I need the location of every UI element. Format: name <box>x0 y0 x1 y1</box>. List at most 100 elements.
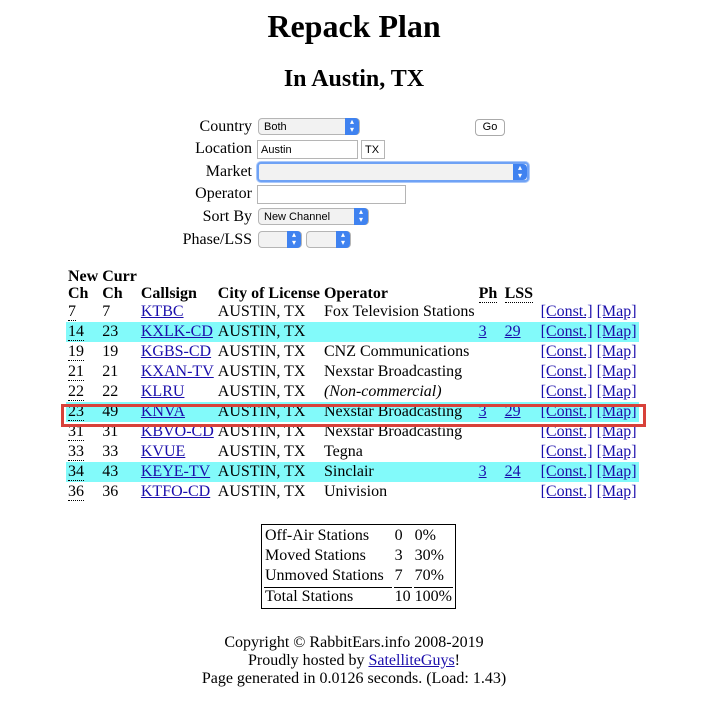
lss-cell: 24 <box>502 462 537 482</box>
summary-label: Total Stations <box>264 587 392 606</box>
const-link[interactable]: [Const.] <box>540 303 593 320</box>
operator-cell: Nexstar Broadcasting <box>323 363 463 380</box>
callsign-link[interactable]: KXLK-CD <box>140 323 213 340</box>
lss-link[interactable]: 24 <box>504 463 521 480</box>
phase-select[interactable]: ▴▾ <box>258 231 302 248</box>
operator-input[interactable] <box>257 185 406 204</box>
map-link[interactable]: [Map] <box>596 403 637 420</box>
chevron-updown-icon: ▴▾ <box>513 164 527 180</box>
col-phase[interactable]: Ph <box>478 285 498 303</box>
callsign-link[interactable]: KTBC <box>140 303 184 320</box>
map-link[interactable]: [Map] <box>596 323 637 340</box>
lss-select[interactable]: ▴▾ <box>306 231 351 248</box>
new-channel: 22 <box>68 383 84 401</box>
current-channel: 21 <box>102 363 119 380</box>
market-select[interactable]: ▴▾ <box>257 162 529 182</box>
summary-percent: 0% <box>414 527 436 544</box>
callsign-link[interactable]: KVUE <box>140 443 186 460</box>
satelliteguys-link[interactable]: SatelliteGuys <box>368 652 455 669</box>
summary-count: 10 <box>393 587 412 605</box>
sortby-label: Sort By <box>202 208 252 225</box>
operator-cell: Nexstar Broadcasting <box>323 423 463 440</box>
chevron-updown-icon: ▴▾ <box>336 231 350 248</box>
phase-link[interactable]: 3 <box>478 403 487 420</box>
location-label: Location <box>195 140 252 157</box>
map-link[interactable]: [Map] <box>596 303 637 320</box>
callsign-link[interactable]: KLRU <box>140 383 185 400</box>
summary-table: Off-Air Stations 0 0% Moved Stations 3 30% Unm… <box>261 524 456 609</box>
col-callsign[interactable]: Callsign <box>140 285 197 302</box>
phase-cell <box>477 482 503 502</box>
state-input[interactable]: TX <box>361 140 385 159</box>
map-link[interactable]: [Map] <box>596 463 637 480</box>
const-link[interactable]: [Const.] <box>540 323 593 340</box>
const-link[interactable]: [Const.] <box>540 363 593 380</box>
location-input[interactable]: Austin <box>257 140 358 159</box>
col-links <box>537 268 639 302</box>
const-link[interactable]: [Const.] <box>540 343 593 360</box>
phase-link[interactable]: 3 <box>478 323 487 340</box>
callsign-link[interactable]: KTFO-CD <box>140 483 211 500</box>
links-cell: [Const.] [Map] <box>537 362 639 382</box>
callsign-link[interactable]: KBVO-CD <box>140 423 214 440</box>
city-cell: AUSTIN, TX <box>217 423 306 440</box>
col-city[interactable]: City of License <box>217 285 320 302</box>
go-button[interactable]: Go <box>475 119 505 136</box>
lss-link[interactable]: 29 <box>504 323 521 340</box>
sortby-select[interactable]: New Channel ▴▾ <box>258 208 369 225</box>
phase-lss-label: Phase/LSS <box>182 231 252 248</box>
col-operator[interactable]: Operator <box>323 285 388 302</box>
const-link[interactable]: [Const.] <box>540 483 593 500</box>
summary-percent: 30% <box>414 547 444 564</box>
callsign-cell: KVUE <box>139 442 216 462</box>
const-link[interactable]: [Const.] <box>540 423 593 440</box>
map-link[interactable]: [Map] <box>596 383 637 400</box>
map-link[interactable]: [Map] <box>596 363 637 380</box>
lss-cell <box>503 442 537 462</box>
callsign-cell: KXAN-TV <box>139 362 216 382</box>
summary-count: 3 <box>394 547 403 564</box>
country-select-value: Both <box>264 121 287 133</box>
links-cell: [Const.] [Map] <box>536 322 639 342</box>
callsign-cell: KTBC <box>139 302 216 322</box>
summary-count: 0 <box>394 527 403 544</box>
summary-label: Off-Air Stations <box>265 527 370 544</box>
city-cell: AUSTIN, TX <box>217 363 306 380</box>
map-link[interactable]: [Map] <box>596 443 637 460</box>
const-link[interactable]: [Const.] <box>540 443 593 460</box>
summary-label: Moved Stations <box>265 547 366 564</box>
const-link[interactable]: [Const.] <box>540 383 593 400</box>
operator-label: Operator <box>195 185 252 202</box>
lss-link[interactable]: 29 <box>504 403 521 420</box>
const-link[interactable]: [Const.] <box>540 463 593 480</box>
const-link[interactable]: [Const.] <box>540 403 593 420</box>
map-link[interactable]: [Map] <box>596 343 637 360</box>
callsign-link[interactable]: KXAN-TV <box>140 363 214 380</box>
summary-label: Unmoved Stations <box>265 567 384 584</box>
col-lss[interactable]: LSS <box>504 285 534 303</box>
phase-link[interactable]: 3 <box>478 463 487 480</box>
links-cell: [Const.] [Map] <box>536 462 639 482</box>
operator-cell <box>321 322 477 342</box>
new-channel: 34 <box>66 462 101 482</box>
callsign-link[interactable]: KNVA <box>140 403 186 420</box>
country-select[interactable]: Both ▴▾ <box>258 118 360 135</box>
current-channel: 36 <box>102 483 119 500</box>
city-cell: AUSTIN, TX <box>217 343 306 360</box>
new-channel: 14 <box>66 322 101 342</box>
callsign-link[interactable]: KGBS-CD <box>140 343 212 360</box>
operator-cell: Tegna <box>323 443 363 460</box>
map-link[interactable]: [Map] <box>596 483 637 500</box>
map-link[interactable]: [Map] <box>596 423 637 440</box>
callsign-link[interactable]: KEYE-TV <box>140 463 211 480</box>
current-channel: 7 <box>102 303 111 320</box>
phase-cell: 3 <box>476 402 503 422</box>
current-channel: 49 <box>100 402 139 422</box>
lss-cell: 29 <box>502 322 537 342</box>
